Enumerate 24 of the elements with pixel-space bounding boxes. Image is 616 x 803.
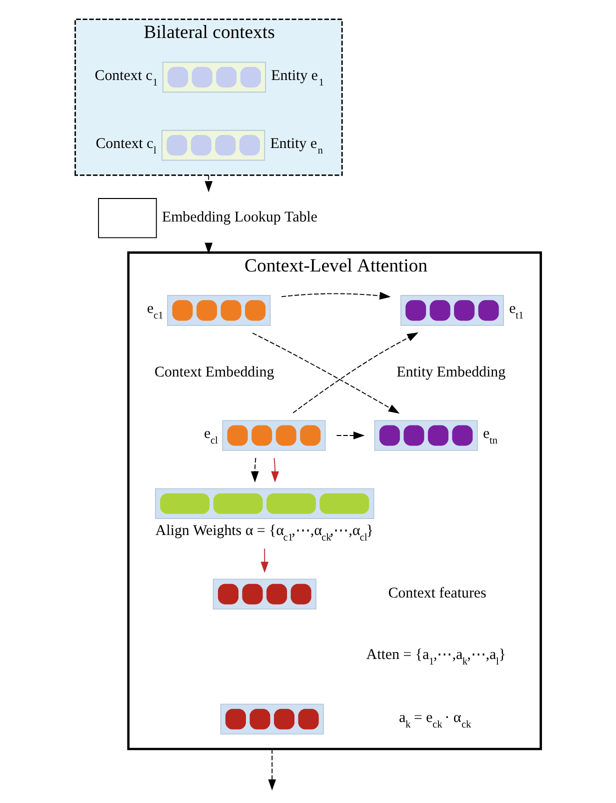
arrow (292, 332, 418, 414)
arrow (271, 458, 279, 483)
label: Atten = {a$_{1}$,⋯,a$_{k}$,⋯,a$_{l}$} (366, 647, 506, 668)
node-label: e$_{t1}$ (509, 301, 524, 322)
arrow (268, 748, 276, 791)
label: Context Embedding (154, 364, 274, 381)
node-label: Context c$_{l}$ (96, 136, 156, 156)
label: Context features (388, 586, 486, 602)
arrow (336, 432, 365, 440)
label: Entity Embedding (396, 364, 506, 381)
node-label: e$_{tn}$ (482, 426, 498, 447)
node-label: e$_{c1}$ (147, 301, 164, 322)
node-label: e$_{cl}$ (204, 426, 218, 447)
arrow (252, 332, 400, 414)
arrow (281, 292, 391, 300)
node-label: Embedding Lookup Table (162, 210, 318, 226)
arrow (204, 174, 213, 192)
node-label: Context c$_{1}$ (94, 68, 158, 88)
arrow (260, 548, 269, 573)
node-label: Entity e$_{1}$ (271, 68, 324, 88)
label: a$_{k}$ = e$_{ck}$ · α$_{ck}$ (398, 710, 472, 730)
node-label: Entity e$_{n}$ (270, 136, 323, 156)
node-label: Align Weights α = {α$_{c1}$,⋯,α$_{ck}$,⋯,α$_{cl}$} (155, 523, 374, 544)
arrow (250, 458, 259, 483)
